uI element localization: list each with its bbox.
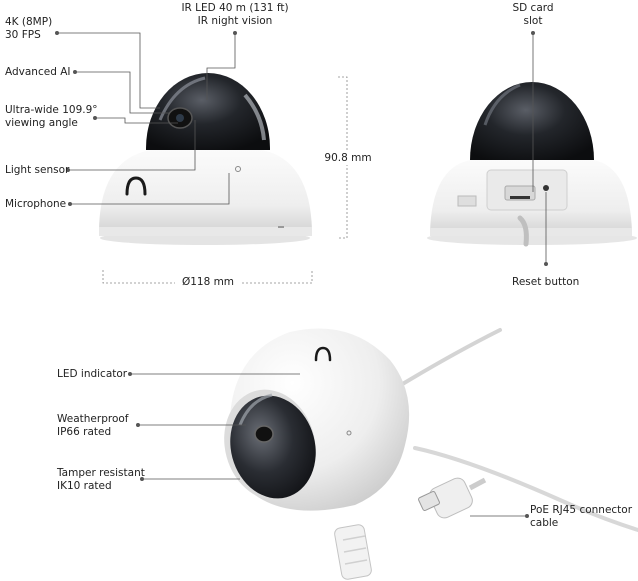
- weatherproof-label: Weatherproof IP66 rated: [57, 413, 129, 438]
- cable-gland-icon: [334, 524, 372, 580]
- ir-led-label: IR LED 40 m (131 ft) IR night vision: [181, 2, 289, 27]
- height-dimension-label: 90.8 mm: [318, 152, 378, 165]
- camera-front-view: [99, 73, 312, 245]
- advanced-ai-label: Advanced AI: [5, 66, 71, 78]
- camera-dome-angled: [230, 395, 316, 499]
- leader-lines: [55, 30, 549, 519]
- led-indicator-icon: [314, 346, 332, 362]
- diameter-dimension-label: Ø118 mm: [175, 276, 241, 289]
- ultrawide-label: Ultra-wide 109.9° viewing angle: [5, 104, 98, 129]
- camera-angled-view: [224, 328, 638, 580]
- resolution-label: 4K (8MP) 30 FPS: [5, 16, 53, 41]
- sd-card-label: SD card slot: [512, 2, 554, 27]
- camera-rear-view: [427, 82, 637, 247]
- camera-housing: [99, 150, 312, 230]
- led-indicator-label: LED indicator: [57, 368, 128, 380]
- camera-dome-rear: [470, 82, 594, 162]
- led-logo-icon: [125, 176, 147, 196]
- microphone-label: Microphone: [5, 198, 67, 210]
- tamper-resistant-label: Tamper resistant IK10 rated: [57, 467, 145, 492]
- light-sensor-label: Light sensor: [5, 164, 70, 176]
- microphone-hole-icon: [235, 166, 241, 172]
- reset-button-icon: [543, 185, 549, 191]
- poe-cable-label: PoE RJ45 connector cable: [530, 504, 633, 529]
- reset-button-label: Reset button: [512, 276, 580, 288]
- camera-lens-angled: [254, 425, 274, 443]
